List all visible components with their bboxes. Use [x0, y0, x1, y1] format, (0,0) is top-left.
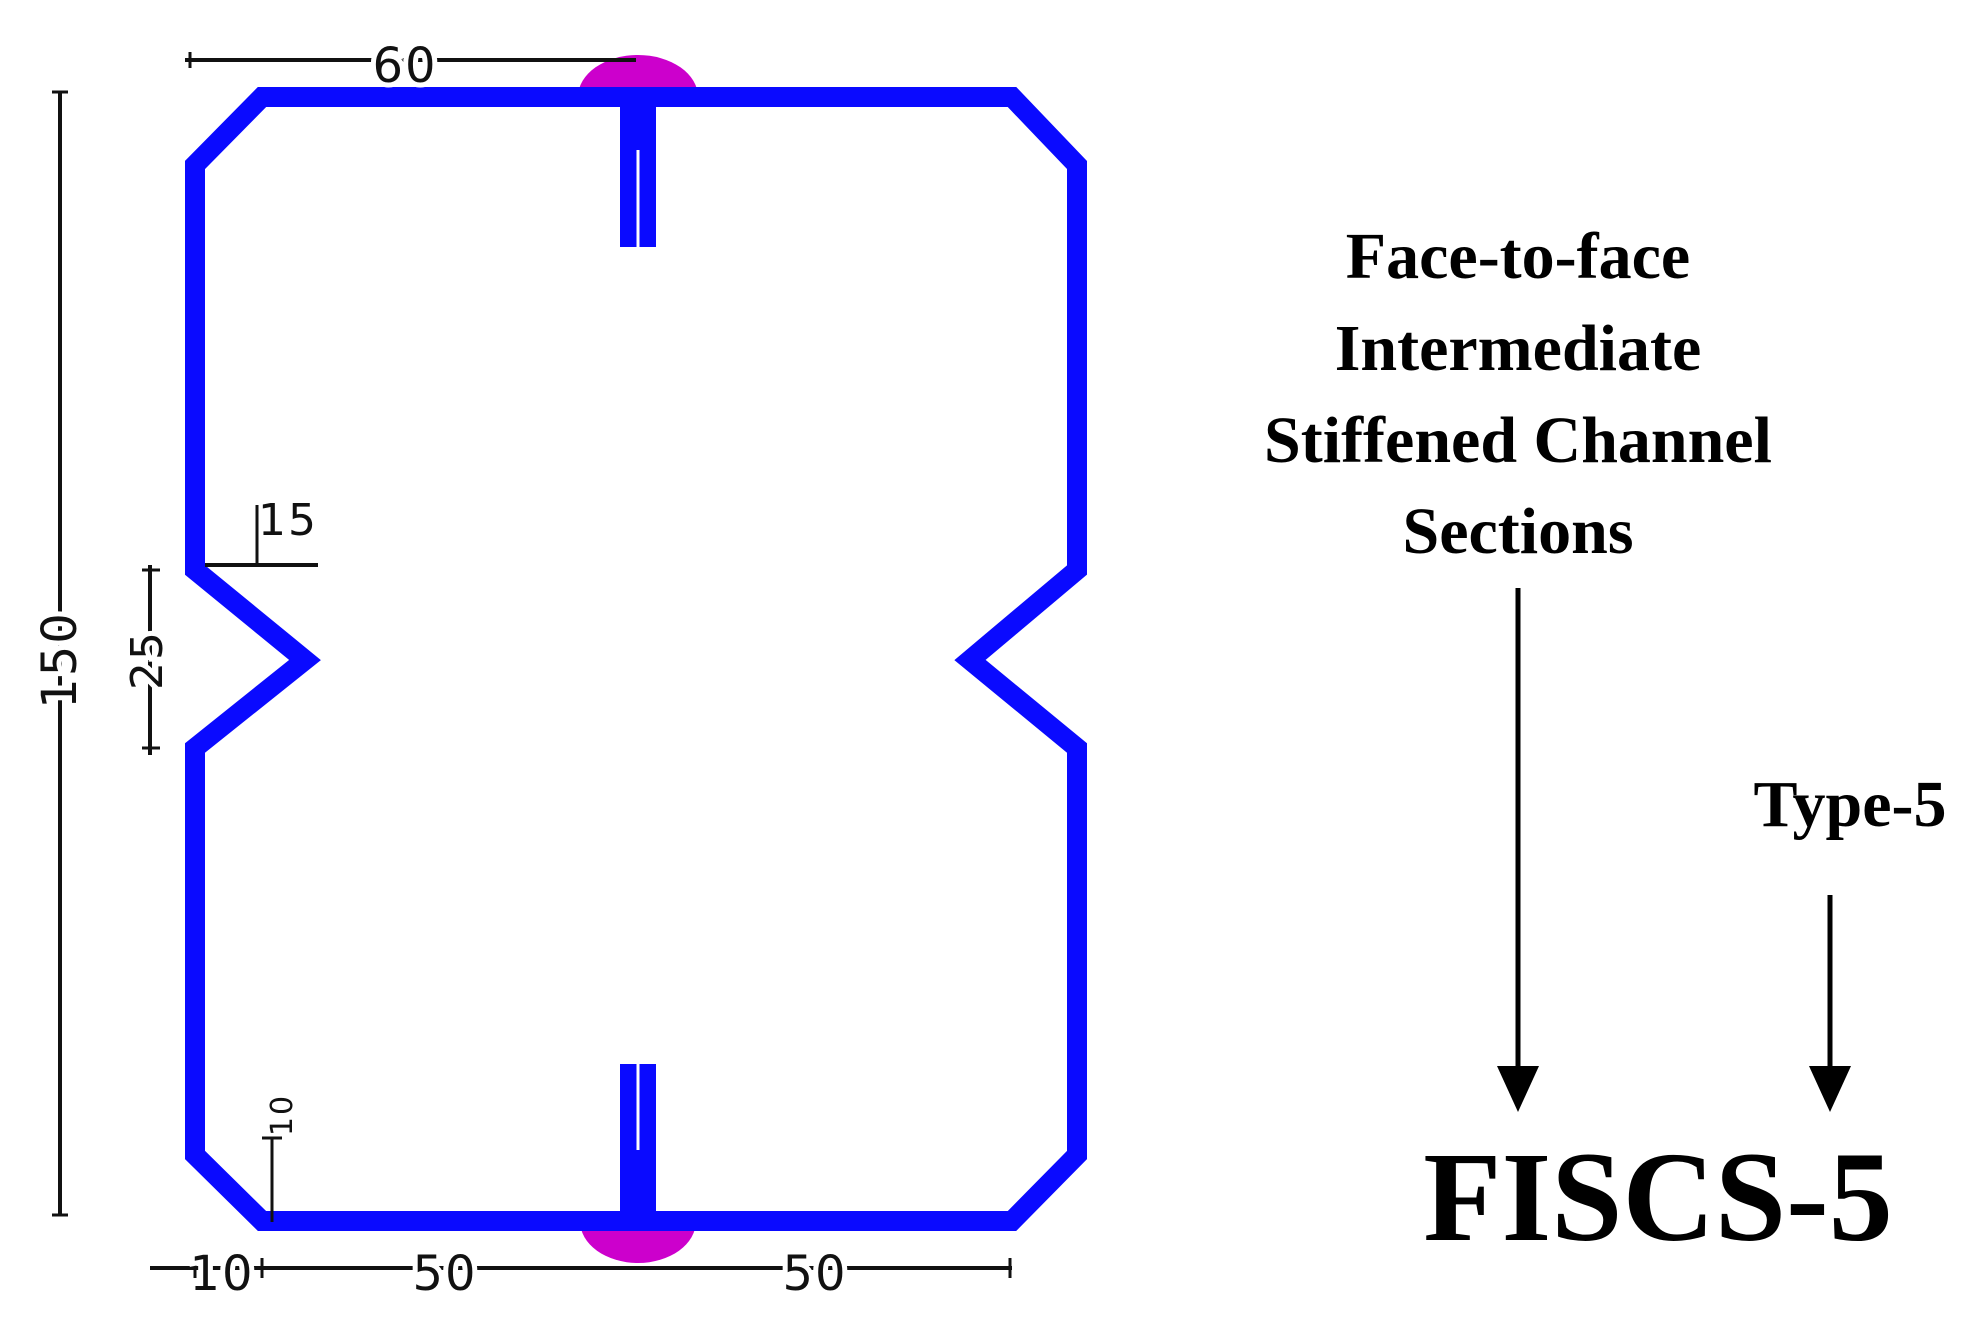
type-arrow-head [1809, 1066, 1851, 1112]
description-line-4: Sections [1403, 495, 1634, 568]
dim-bottom-right-label: 50 [782, 1246, 847, 1302]
dim-height-label: 150 [32, 611, 88, 709]
dim-top-label: 60 [372, 38, 437, 94]
bottom-weld [580, 1221, 696, 1263]
description-arrow-head [1497, 1066, 1539, 1112]
section-code: FISCS-5 [1423, 1126, 1892, 1268]
dim-bottom-left-label: 50 [412, 1246, 477, 1302]
type-label: Type-5 [1753, 768, 1946, 841]
dim-lip-label: 10 [265, 1094, 300, 1136]
description-line-3: Stiffened Channel [1264, 404, 1772, 477]
dim-bottom-lip-label: 10 [189, 1246, 254, 1302]
dim-stiffener-depth-label: 15 [258, 495, 318, 546]
description-line-2: Intermediate [1335, 312, 1702, 385]
section-outline [185, 87, 1087, 1231]
dim-stiffener-height-label: 25 [122, 630, 173, 690]
description-line-1: Face-to-face [1346, 220, 1690, 293]
top-weld [578, 55, 698, 97]
